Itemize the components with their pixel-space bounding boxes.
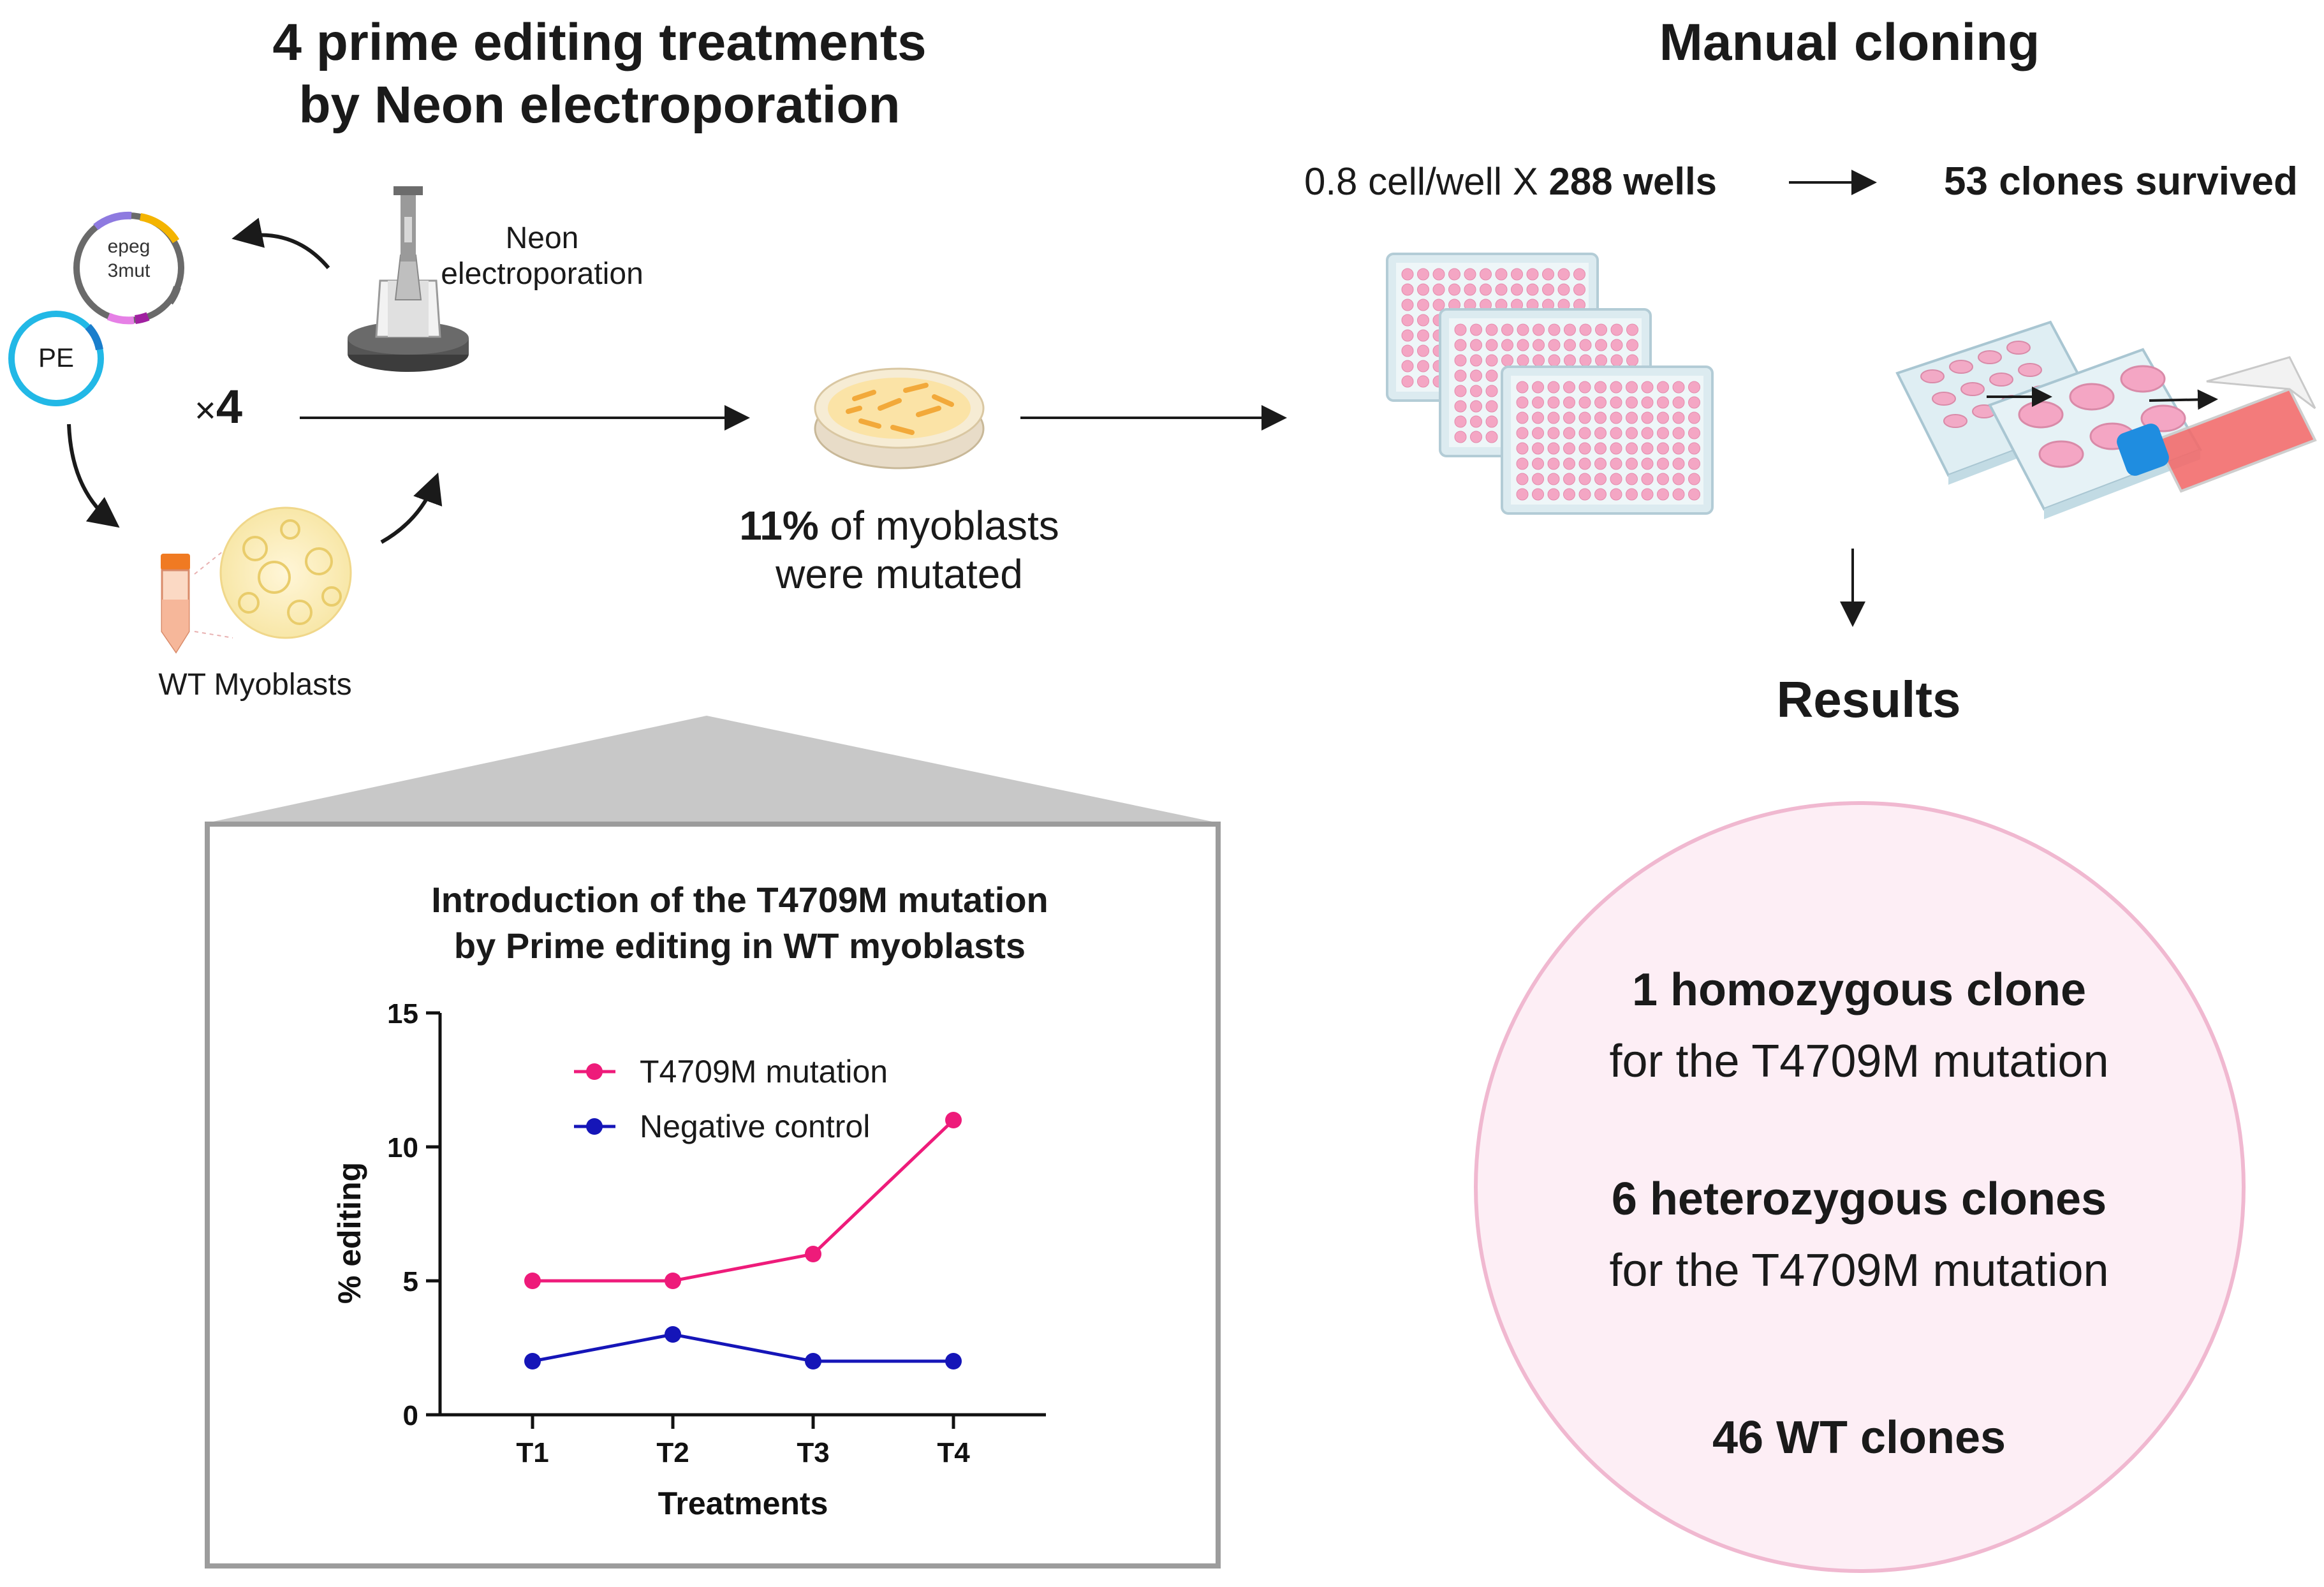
times-symbol: × [195,390,216,431]
x-tick-label: T2 [656,1437,689,1468]
neon-label-line1: Neon [505,221,579,255]
arrow-device-to-plasmid [232,218,330,269]
chart-title: Introduction of the T4709M mutation by P… [281,877,1199,969]
y-tick-label: 10 [387,1132,418,1163]
data-point [945,1112,962,1128]
left-title-line2: by Neon electroporation [298,76,901,134]
cells-per-well-text: 0.8 cell/well X 288 wells [1304,158,1717,205]
neon-device-label: Neon electroporation [427,221,657,292]
y-axis-label: % editing [332,1162,367,1304]
data-point [524,1273,541,1289]
data-point [524,1353,541,1369]
wt-myoblasts-label: WT Myoblasts [158,668,352,702]
homozygous-rest: for the T4709M mutation [1609,1036,2109,1087]
legend-label: T4709M mutation [640,1054,888,1089]
culture-plates-flask-icon [1895,320,2317,519]
data-point [945,1353,962,1369]
mutated-rest: of myoblasts [818,503,1059,549]
neon-device-icon [348,186,469,372]
legend-label: Negative control [640,1109,870,1144]
x-tick-label: T3 [797,1437,829,1468]
mutated-percentage-text: 11% of myoblasts were mutated [689,501,1110,598]
zoom-trapezoid [207,716,1218,823]
homozygous-block: 1 homozygous clone for the T4709M mutati… [1518,954,2200,1097]
chart-title-line2: by Prime editing in WT myoblasts [453,926,1026,966]
x-tick-label: T1 [516,1437,548,1468]
times-four-label: ×4 [195,381,242,436]
epeg-plasmid-label: epeg 3mut [91,235,167,283]
myoblast-cells-magnified-icon [219,506,352,639]
epeg-label-line1: epeg [107,236,151,257]
left-title-line1: 4 prime editing treatments [272,13,927,71]
data-point [805,1353,821,1369]
series-line [533,1119,955,1283]
results-circle [1474,801,2246,1573]
well-plate [1501,365,1714,515]
chart-panel [205,822,1221,1569]
arrow-plasmid-to-cells [67,424,120,528]
data-point [665,1326,681,1343]
y-tick-label: 5 [403,1266,418,1297]
x-tick-label: T4 [937,1437,970,1468]
neon-label-line2: electroporation [441,257,644,291]
well-plates-icon [1386,253,1714,515]
data-point [665,1273,681,1289]
pe-plasmid-icon [8,311,104,406]
epeg-plasmid-icon [73,211,184,325]
times-value: 4 [216,380,243,433]
y-tick-label: 15 [387,998,418,1030]
results-title: Results [1776,671,1961,728]
clones-survived-text: 53 clones survived [1944,159,2298,203]
epeg-label-line2: 3mut [107,260,151,281]
chart-title-line1: Introduction of the T4709M mutation [431,880,1048,920]
heterozygous-block: 6 heterozygous clones for the T4709M mut… [1518,1163,2200,1306]
x-axis-label: Treatments [658,1486,828,1521]
data-point [805,1246,821,1262]
mutated-line2: were mutated [776,551,1023,597]
y-tick-label: 0 [403,1400,418,1431]
mutated-pct: 11% [739,503,819,549]
left-title: 4 prime editing treatments by Neon elect… [147,11,1052,137]
wells-count: 288 wells [1548,160,1717,203]
heterozygous-bold: 6 heterozygous clones [1611,1174,2107,1225]
cells-per-well: 0.8 cell/well X [1304,160,1549,203]
myoblast-tube-icon [161,548,233,654]
wt-clones-text: 46 WT clones [1712,1412,2006,1463]
legend-marker [586,1063,603,1080]
legend-marker [586,1118,603,1135]
petri-dish-icon [814,367,985,469]
series-line [532,1332,953,1363]
right-title: Manual cloning [1659,13,2040,71]
arrow-cells-to-device [380,472,443,544]
pe-plasmid-label: PE [38,343,75,373]
heterozygous-rest: for the T4709M mutation [1609,1245,2109,1296]
homozygous-bold: 1 homozygous clone [1631,964,2087,1015]
